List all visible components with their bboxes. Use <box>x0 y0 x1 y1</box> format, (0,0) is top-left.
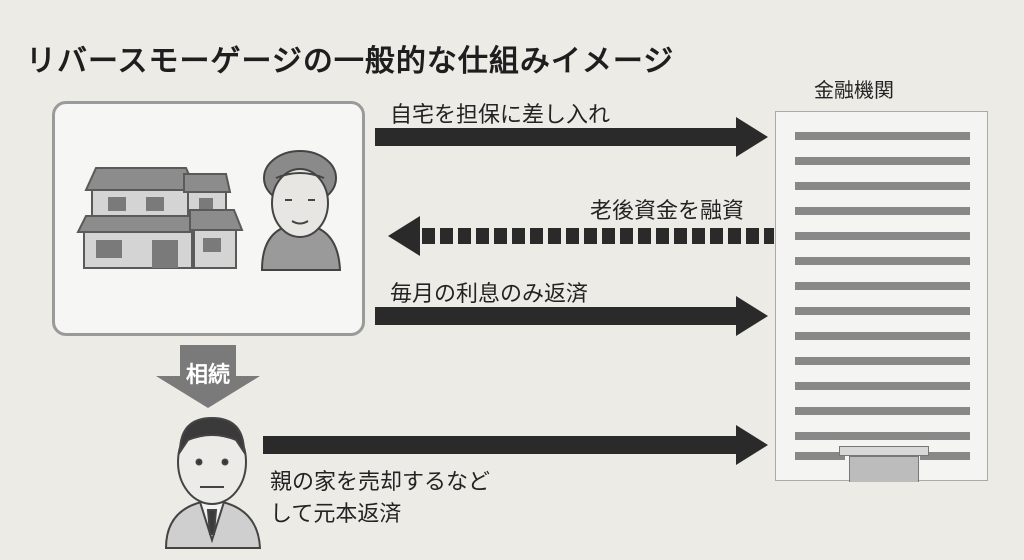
inheritance-label: 相続 <box>186 363 231 388</box>
bank-building-icon <box>775 111 988 482</box>
house-icon <box>76 167 244 269</box>
interest-label: 毎月の利息のみ返済 <box>390 282 589 307</box>
collateral-arrow <box>375 117 768 157</box>
bank-label: 金融機関 <box>814 78 894 102</box>
son-icon <box>164 416 262 549</box>
loan-label: 老後資金を融資 <box>590 199 745 224</box>
inheritance-arrow <box>156 345 260 408</box>
loan-arrow <box>388 216 774 256</box>
repayment-arrow <box>263 425 768 465</box>
bank-entrance <box>839 446 929 456</box>
elderly-woman-icon <box>260 150 342 271</box>
repayment-label-line1: 親の家を売却するなど <box>270 470 491 495</box>
diagram-title: リバースモーゲージの一般的な仕組みイメージ <box>26 44 675 79</box>
collateral-label: 自宅を担保に差し入れ <box>390 103 611 128</box>
repayment-label-line2: して元本返済 <box>270 502 402 527</box>
interest-arrow <box>375 296 768 336</box>
